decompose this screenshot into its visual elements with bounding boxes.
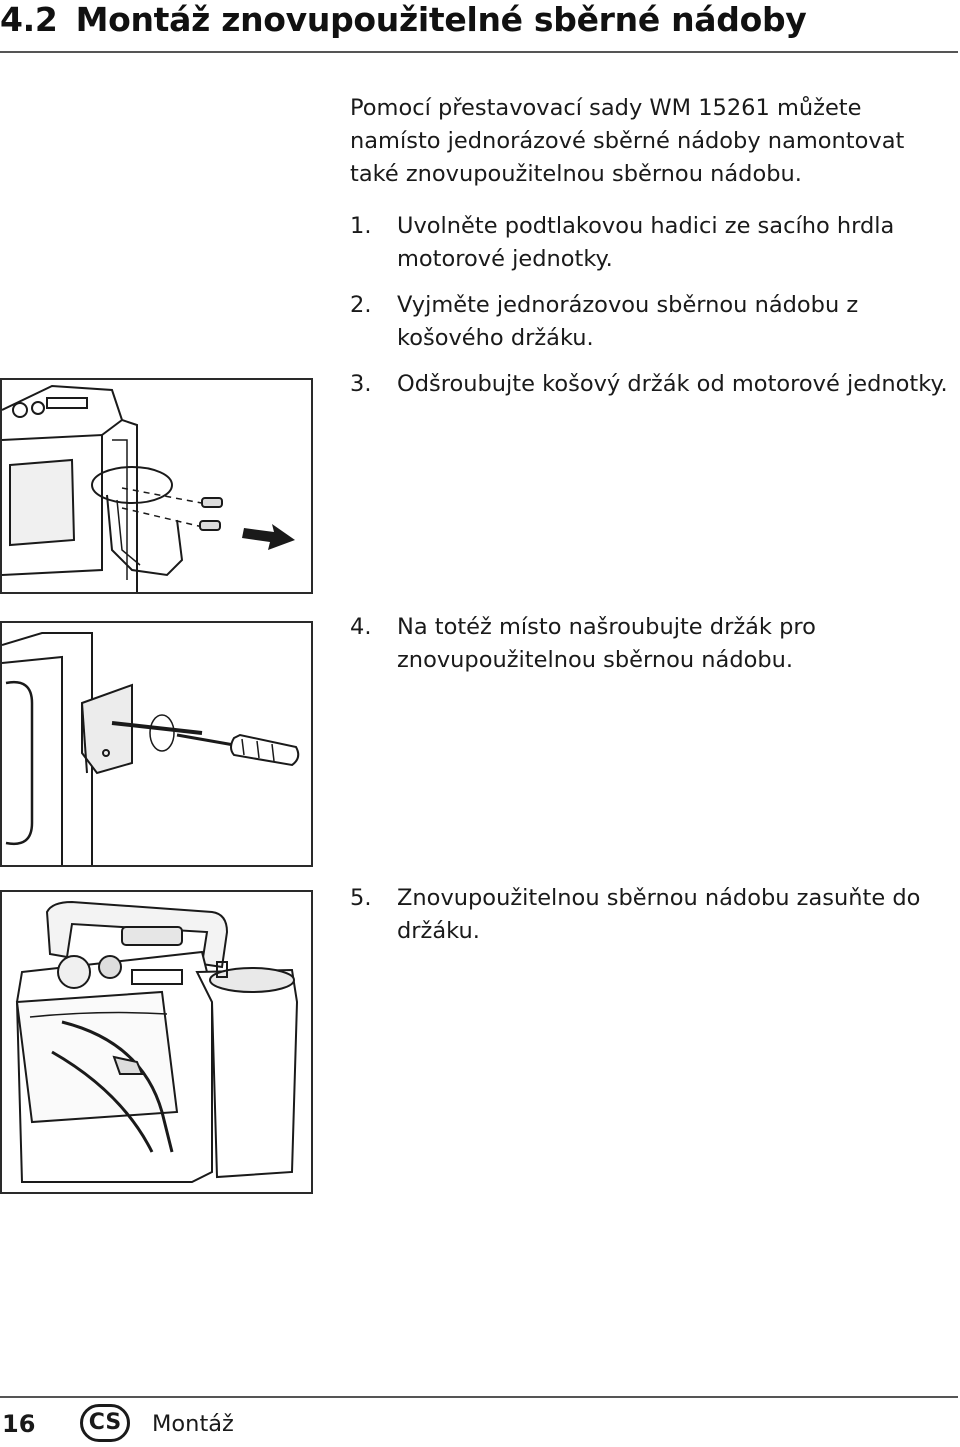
step-text: Uvolněte podtlakovou hadici ze sacího hr… xyxy=(397,213,895,272)
step-number: 1. xyxy=(350,213,372,239)
section-heading: 4.2 Montáž znovupoužitelné sběrné nádoby xyxy=(0,0,807,40)
step-number: 2. xyxy=(350,292,372,318)
step-number: 4. xyxy=(350,614,372,640)
step-3: 3. Odšroubujte košový držák od motorové … xyxy=(350,368,950,401)
step-number: 5. xyxy=(350,885,372,911)
step-text: Na totéž místo našroubujte držák pro zno… xyxy=(397,614,816,673)
intro-paragraph: Pomocí přestavovací sady WM 15261 můžete… xyxy=(350,95,905,187)
step-5: 5. Znovupoužitelnou sběrnou nádobu zasuň… xyxy=(350,882,950,948)
section-number: 4.2 xyxy=(0,0,58,39)
step-2: 2. Vyjměte jednorázovou sběrnou nádobu z… xyxy=(350,289,950,355)
step-number: 3. xyxy=(350,371,372,397)
step-text: Vyjměte jednorázovou sběrnou nádobu z ko… xyxy=(397,292,859,351)
footer-rule xyxy=(0,1396,958,1398)
figure-insert-canister xyxy=(0,890,313,1194)
header-rule xyxy=(0,51,958,53)
figure-mount-holder xyxy=(0,621,313,867)
step-text: Znovupoužitelnou sběrnou nádobu zasuňte … xyxy=(397,885,921,944)
section-title: Montáž znovupoužitelné sběrné nádoby xyxy=(75,0,807,39)
footer-section-label: Montáž xyxy=(152,1411,234,1437)
step-4: 4. Na totéž místo našroubujte držák pro … xyxy=(350,611,950,677)
step-1: 1. Uvolněte podtlakovou hadici ze sacího… xyxy=(350,210,950,276)
language-badge: CS xyxy=(80,1404,130,1442)
page-number: 16 xyxy=(2,1410,36,1438)
step-text: Odšroubujte košový držák od motorové jed… xyxy=(397,371,948,397)
figure-remove-basket-holder xyxy=(0,378,313,594)
